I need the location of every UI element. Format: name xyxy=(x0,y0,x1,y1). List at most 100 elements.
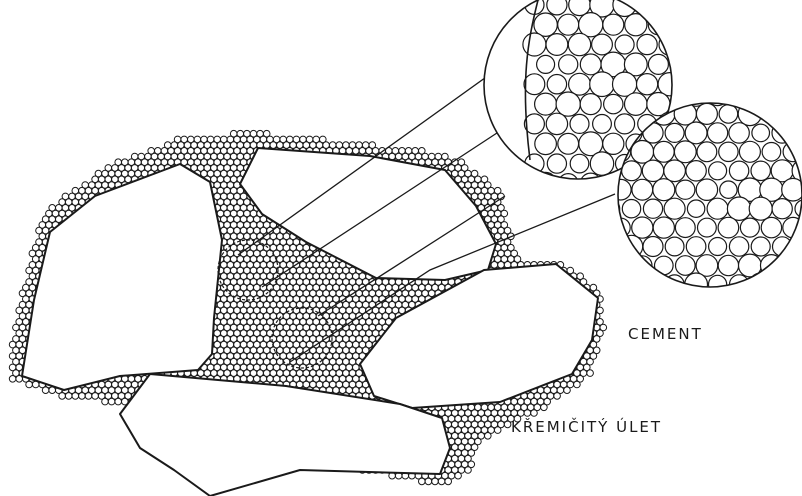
fume-particle xyxy=(564,387,571,394)
magnified-fume-particle xyxy=(611,179,632,200)
cement-grain-left xyxy=(22,164,222,390)
fume-particle xyxy=(541,404,548,411)
magnified-fume-particle xyxy=(771,83,794,106)
cement-label: CEMENT xyxy=(628,325,703,343)
magnified-fume-particle xyxy=(727,197,750,220)
magnified-fume-particle xyxy=(600,275,619,294)
magnified-fume-particle xyxy=(615,35,634,54)
magnified-fume-particle xyxy=(718,255,738,275)
magnified-fume-particle xyxy=(719,105,738,124)
magnified-fume-particle xyxy=(729,123,749,143)
fume-particle xyxy=(92,393,99,400)
magnified-fume-particle xyxy=(762,105,780,123)
magnified-fume-particle xyxy=(604,94,623,113)
magnified-fume-particle xyxy=(709,238,727,256)
magnified-fume-particle xyxy=(523,33,546,56)
magnified-fume-particle xyxy=(708,123,728,143)
magnified-fume-particle xyxy=(674,141,696,163)
fume-particle xyxy=(26,381,33,388)
magnified-fume-particle xyxy=(685,122,707,144)
magnified-fume-particle xyxy=(738,102,761,125)
magnified-fume-particle xyxy=(643,199,662,218)
silica-fume-label: KŘEMIČITÝ ÚLET xyxy=(511,418,662,436)
magnified-fume-particle xyxy=(729,161,748,180)
fume-particle xyxy=(494,427,501,434)
fume-particle xyxy=(455,472,462,479)
magnified-fume-particle xyxy=(752,124,770,142)
magnified-fume-particle xyxy=(590,152,613,175)
magnified-fume-particle xyxy=(593,115,612,134)
magnified-fume-particle xyxy=(592,34,613,55)
magnified-fume-particle xyxy=(783,142,802,162)
magnified-fume-particle xyxy=(792,235,802,258)
magnified-fume-particle xyxy=(761,217,781,237)
magnified-fume-particle xyxy=(633,256,652,275)
magnified-fume-particle xyxy=(546,113,567,134)
fume-particle xyxy=(432,478,439,485)
magnified-fume-particle xyxy=(707,198,728,219)
fume-particle xyxy=(438,478,445,485)
magnified-fume-particle xyxy=(657,0,682,17)
magnified-fume-particle xyxy=(794,85,802,105)
magnified-fume-particle xyxy=(653,141,674,162)
magnified-fume-particle xyxy=(558,174,578,194)
fume-particle xyxy=(554,393,561,400)
magnified-fume-particle xyxy=(676,256,696,276)
magnified-fume-particle xyxy=(535,93,557,115)
magnified-fume-particle xyxy=(772,123,792,143)
magnified-fume-particle xyxy=(655,256,674,275)
magnified-fume-particle xyxy=(782,103,802,126)
magnified-fume-particle xyxy=(537,55,555,73)
magnified-fume-particle xyxy=(637,74,658,95)
magnified-fume-particle xyxy=(611,255,632,276)
magnified-fume-particle xyxy=(648,15,668,35)
magnified-fume-particle xyxy=(648,54,668,74)
magnified-fume-particle xyxy=(620,273,643,296)
magnified-fume-particle xyxy=(665,275,684,294)
fume-particle xyxy=(115,398,122,405)
magnified-fume-particle xyxy=(749,84,772,107)
magnified-fume-particle xyxy=(580,54,601,75)
magnified-fume-particle xyxy=(709,275,727,293)
fume-particle xyxy=(445,478,452,485)
magnified-fume-particle xyxy=(570,154,589,173)
magnified-fume-particle xyxy=(603,133,624,154)
fume-particle xyxy=(574,381,581,388)
magnified-fume-particle xyxy=(675,218,695,238)
magnified-fume-particle xyxy=(761,255,783,277)
magnified-fume-particle xyxy=(739,141,760,162)
magnified-fume-particle xyxy=(676,180,695,199)
magnified-fume-particle xyxy=(751,161,770,180)
magnified-fume-particle xyxy=(697,142,717,162)
fume-particle xyxy=(485,433,492,440)
magnified-fume-particle xyxy=(625,93,648,116)
magnified-fume-particle xyxy=(658,73,681,96)
magnified-fume-particle xyxy=(632,217,653,238)
magnified-fume-particle xyxy=(556,92,580,116)
magnified-fume-particle xyxy=(603,14,624,35)
magnified-fume-particle xyxy=(632,179,653,200)
magnified-fume-particle xyxy=(569,73,591,95)
magnified-fume-particle xyxy=(772,199,792,219)
magnified-fume-particle xyxy=(615,114,635,134)
magnified-fume-particle xyxy=(696,103,717,124)
fume-particle xyxy=(419,478,426,485)
magnified-fume-particle xyxy=(653,217,674,238)
magnified-fume-particle xyxy=(653,179,675,201)
magnified-fume-particle xyxy=(559,55,578,74)
magnified-fume-particle xyxy=(644,276,661,293)
magnified-fume-particle xyxy=(696,179,717,200)
magnified-fume-particle xyxy=(698,218,717,237)
magnified-fume-particle xyxy=(686,161,706,181)
magnified-fume-particle xyxy=(664,198,685,219)
magnified-fume-particle xyxy=(740,218,759,237)
magnified-fume-particle xyxy=(547,75,566,94)
magnified-fume-particle xyxy=(729,237,748,256)
magnified-fume-particle xyxy=(772,274,792,294)
magnified-fume-particle xyxy=(568,33,590,55)
fume-particle xyxy=(9,376,16,383)
magnified-fume-particle xyxy=(546,34,568,56)
magnified-fume-particle xyxy=(622,200,640,218)
magnified-fume-particle xyxy=(709,162,727,180)
